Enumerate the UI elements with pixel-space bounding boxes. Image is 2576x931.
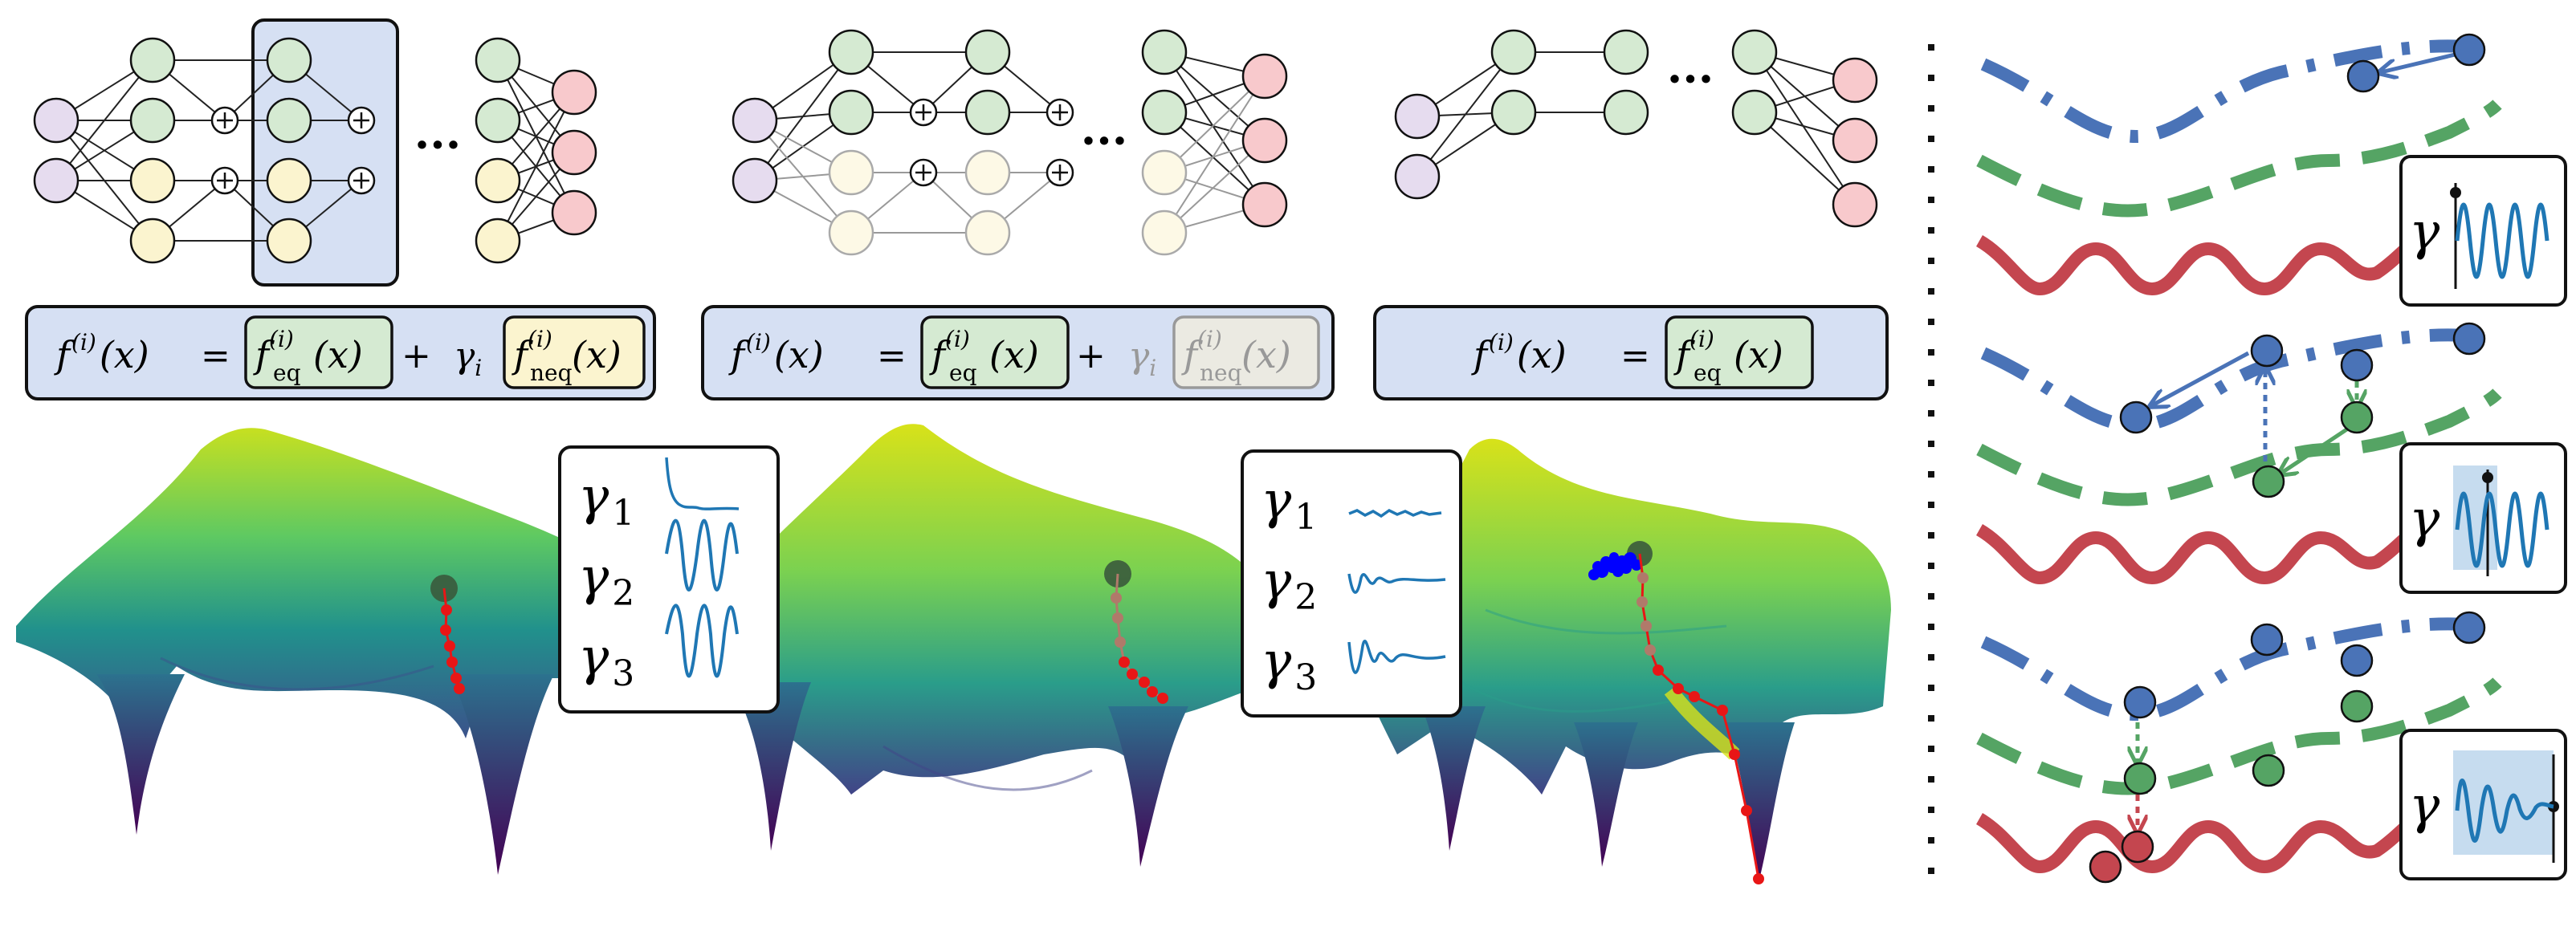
gamma-legend-2: γ1 γ2 γ3 — [1241, 449, 1462, 718]
svg-text:γ1: γ1 — [578, 467, 634, 534]
trace-gamma-2b — [1347, 573, 1446, 594]
svg-text:γ3: γ3 — [578, 628, 634, 694]
dynamics-panel-1: γ — [1975, 33, 2567, 307]
neq-arg: (x) — [572, 333, 622, 376]
gamma-symbol: γ — [454, 335, 475, 376]
svg-text:γ: γ — [2409, 490, 2440, 549]
sum-nodes-2 — [909, 98, 1074, 187]
trace-gamma-2 — [665, 518, 739, 592]
trace-gamma-3 — [665, 604, 739, 678]
svg-text:f(i)(x): f(i)(x) — [1471, 329, 1567, 376]
svg-text:γ3: γ3 — [1261, 632, 1317, 698]
formula-box-3: f(i)(x) = f(i)eq(x) — [1373, 305, 1889, 400]
network-diagram-3: ··· — [1394, 29, 1878, 228]
svg-text:γ2: γ2 — [1261, 551, 1317, 618]
eq-arg: (x) — [313, 333, 363, 376]
sum-nodes — [210, 106, 376, 195]
svg-text:γ: γ — [2409, 776, 2440, 835]
lhs-arg: (x) — [100, 333, 149, 376]
equals-sign: = — [201, 335, 230, 376]
svg-text:f(i)eq(x): f(i)eq(x) — [1673, 326, 1783, 386]
svg-text:f(i)(x): f(i)(x) — [54, 329, 149, 376]
svg-text:γ: γ — [2409, 202, 2440, 262]
lhs-sup: (i) — [71, 329, 96, 356]
loss-landscape-3 — [1357, 438, 1891, 884]
loss-landscape-1 — [16, 428, 626, 875]
formula-box-2: f(i)(x) = f(i)eq(x) + γi f(i)neq(x) — [701, 305, 1335, 400]
curve-red — [1975, 218, 2444, 296]
eq-sup: (i) — [269, 326, 294, 352]
curve-green — [1976, 100, 2502, 218]
plus-sign: + — [401, 335, 431, 376]
eq-term-box — [244, 315, 393, 389]
ellipsis-3: ··· — [1667, 53, 1714, 106]
gamma-sub: i — [475, 355, 482, 381]
svg-text:γi: γi — [454, 335, 482, 381]
trace-gamma-3b — [1347, 640, 1446, 674]
eq-sub: eq — [273, 360, 301, 386]
network-diagram-2: ··· — [732, 29, 1288, 256]
svg-text:γ1: γ1 — [1261, 471, 1317, 538]
trace-gamma-1b — [1348, 508, 1442, 518]
gamma-legend-1: γ1 γ2 γ3 — [558, 445, 780, 713]
ellipsis-2: ··· — [1081, 115, 1128, 168]
network-diagram-1: ··· — [33, 18, 597, 287]
dynamics-panel-2: γ — [1975, 322, 2567, 594]
svg-text:=: = — [1620, 335, 1650, 376]
neq-sup: (i) — [528, 326, 552, 352]
svg-text:γ2: γ2 — [578, 547, 634, 614]
curve-blue — [1980, 39, 2486, 144]
svg-text:f(i)neq(x): f(i)neq(x) — [1181, 326, 1291, 386]
svg-text:+: + — [1076, 335, 1106, 376]
neq-sub: neq — [530, 360, 573, 386]
svg-text:γi: γi — [1128, 335, 1156, 381]
dynamics-panel-3: γ — [1975, 611, 2567, 884]
loss-landscape-2 — [707, 424, 1249, 867]
formula-box-1: f(i)(x) = f(i)eq(x) + γi f(i)neq(x) — [25, 305, 656, 400]
neq-term-box — [503, 315, 646, 389]
svg-text:=: = — [877, 335, 907, 376]
blue-cluster — [1588, 552, 1642, 580]
svg-text:f(i)(x): f(i)(x) — [728, 329, 824, 376]
trace-gamma-1 — [665, 457, 740, 510]
ellipsis-1: ··· — [414, 119, 462, 172]
